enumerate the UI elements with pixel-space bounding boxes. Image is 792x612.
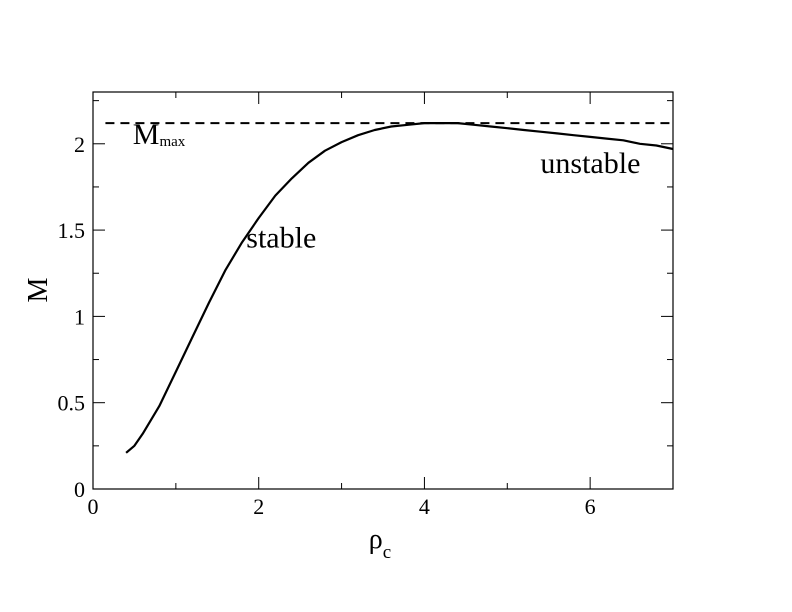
x-axis-label-subscript: c xyxy=(383,542,391,563)
plot-frame xyxy=(92,91,674,490)
axes: 0 2 4 6 0 0.5 1 1.5 2 xyxy=(58,91,674,519)
x-tick-label: 6 xyxy=(585,494,596,519)
x-tick-label: 2 xyxy=(253,494,264,519)
unstable-label: unstable xyxy=(540,147,640,180)
y-axis-label: M xyxy=(23,277,54,302)
stable-label: stable xyxy=(246,221,316,254)
x-tick-label: 0 xyxy=(88,494,99,519)
x-tick-label: 4 xyxy=(419,494,430,519)
plot-area xyxy=(105,121,674,454)
y-tick-label: 1 xyxy=(74,304,85,329)
x-axis-label: ρc xyxy=(369,524,391,563)
y-tick-label: 0 xyxy=(74,477,85,502)
y-tick-label: 0.5 xyxy=(58,391,86,416)
annotations: Mmax stable unstable xyxy=(133,118,641,255)
mmax-label-subscript: max xyxy=(159,134,185,150)
mmax-label: Mmax xyxy=(133,118,186,151)
mmax-label-main: M xyxy=(133,118,160,151)
y-tick-label: 2 xyxy=(74,132,85,157)
x-axis-label-main: ρ xyxy=(369,524,383,555)
mass-curve xyxy=(125,121,674,454)
y-tick-label: 1.5 xyxy=(58,218,86,243)
